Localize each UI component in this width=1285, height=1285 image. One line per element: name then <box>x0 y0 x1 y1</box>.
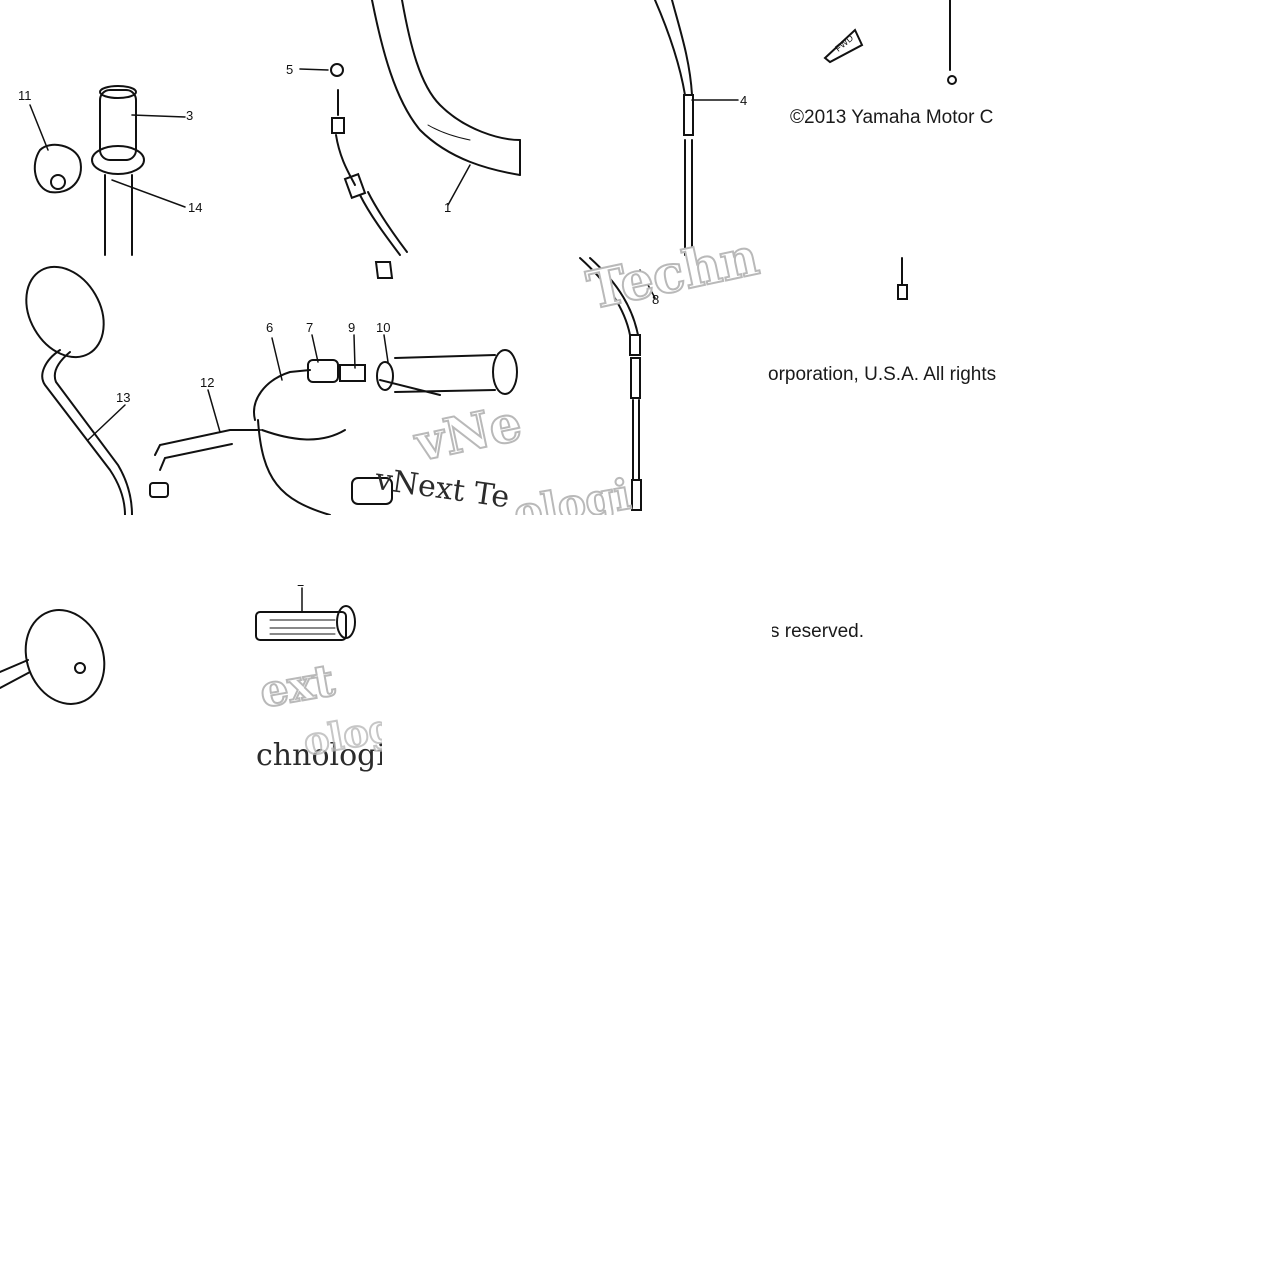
callout-8: 8 <box>652 292 659 307</box>
callout-6: 6 <box>266 320 273 335</box>
callout-5: 5 <box>286 62 293 77</box>
copyright-line-1: ©2013 Yamaha Motor C <box>790 107 994 128</box>
callout-7: 7 <box>306 320 313 335</box>
throttle-cable-drawing <box>579 94 694 511</box>
left-mirror-drawing <box>25 265 133 516</box>
callout-10: 10 <box>376 320 390 335</box>
left-grip-drawing <box>33 85 145 256</box>
callout-11: 11 <box>18 88 32 103</box>
tile-mask-1 <box>0 256 560 260</box>
handlebar-drawing <box>371 0 693 176</box>
callout-14: 14 <box>188 200 202 215</box>
choke-cable-drawing <box>330 63 408 279</box>
callout-12: 12 <box>200 375 214 390</box>
callout-4: 4 <box>740 93 747 108</box>
tile-mask-4 <box>382 585 772 785</box>
copyright-line-3: s reserved. <box>770 621 864 642</box>
watermark-chnologi: chnologi <box>256 738 386 773</box>
right-grip-drawing <box>255 605 356 641</box>
callout-13: 13 <box>116 390 130 405</box>
lever-assembly-drawing <box>149 349 518 516</box>
tile-mask-3 <box>0 515 650 585</box>
fwd-tag-drawing <box>823 28 864 64</box>
callout-9: 9 <box>348 320 355 335</box>
callout-1: 1 <box>444 200 451 215</box>
copyright-line-2: orporation, U.S.A. All rights <box>768 364 997 385</box>
right-mirror-drawing <box>0 609 106 705</box>
callout-3: 3 <box>186 108 193 123</box>
